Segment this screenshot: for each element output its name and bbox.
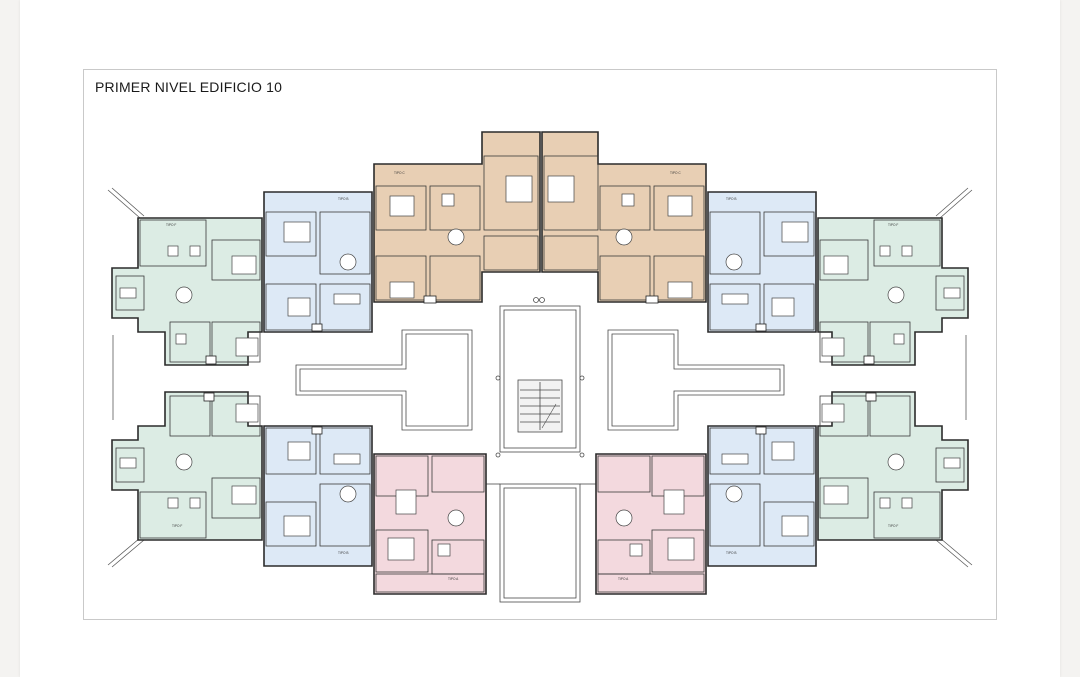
unit-label: TIPO A — [448, 577, 459, 581]
unit-label: TIPO C — [394, 171, 405, 175]
unit-tipo-b-left-top: TIPO B — [263, 191, 373, 333]
unit-tipo-b-right-bottom: TIPO B — [707, 425, 817, 567]
unit-label: TIPO B — [338, 551, 348, 555]
unit-tipo-f-right-bottom: TIPO F — [817, 391, 969, 541]
unit-label: TIPO F — [172, 524, 182, 528]
plan-title: PRIMER NIVEL EDIFICIO 10 — [95, 79, 283, 95]
unit-label: TIPO B — [338, 197, 348, 201]
unit-label: TIPO F — [888, 223, 898, 227]
unit-tipo-f-left-bottom: TIPO F — [111, 391, 263, 541]
unit-tipo-b-right-top: TIPO B — [707, 191, 817, 333]
unit-label: TIPO F — [888, 524, 898, 528]
unit-label: TIPO A — [618, 577, 629, 581]
exterior-outline — [107, 187, 973, 568]
central-corridor — [295, 297, 785, 603]
unit-label: TIPO B — [726, 551, 736, 555]
unit-tipo-c-left: TIPO C — [373, 131, 541, 304]
unit-label: TIPO C — [670, 171, 681, 175]
unit-tipo-b-left-bottom: TIPO B — [263, 425, 373, 567]
unit-label: TIPO B — [726, 197, 736, 201]
unit-tipo-f-left-top: TIPO F — [111, 217, 263, 366]
unit-tipo-a-right: TIPO A — [595, 453, 707, 595]
unit-tipo-a-left: TIPO A — [373, 453, 487, 595]
unit-tipo-f-right-top: TIPO F — [817, 217, 969, 366]
unit-label: TIPO F — [166, 223, 176, 227]
unit-tipo-c-right: TIPO C — [541, 131, 707, 304]
